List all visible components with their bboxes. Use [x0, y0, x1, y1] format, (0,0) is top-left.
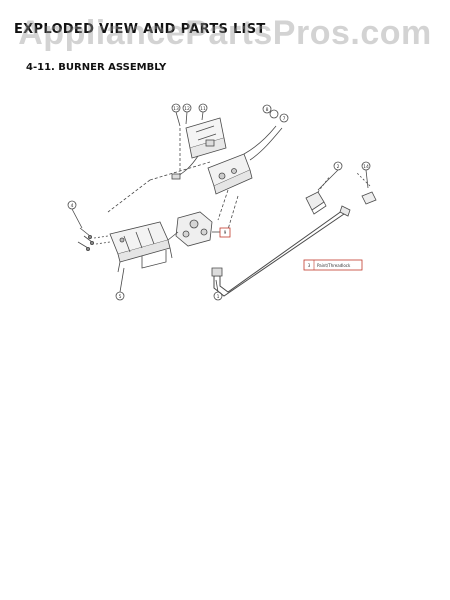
part-ref-label: 14 [363, 164, 369, 170]
page-title: EXPLODED VIEW AND PARTS LIST [14, 22, 266, 37]
note-box [303, 259, 363, 271]
upper-bracket-part [185, 117, 227, 159]
valve-body-part [167, 211, 213, 247]
gas-tube-part [211, 205, 351, 297]
part-ref-label: 11 [200, 106, 206, 112]
note-text: Paint/Threadlock [317, 263, 351, 268]
part-ref-label: 12 [184, 106, 190, 112]
note-number: 3 [308, 263, 311, 268]
callout-number: 9 [224, 230, 227, 235]
part-ref-label: 13 [173, 106, 179, 112]
section-title: 4-11. BURNER ASSEMBLY [26, 62, 167, 73]
part-ref-label: 1 [217, 294, 220, 300]
part-ref-label: 2 [337, 164, 340, 170]
burner-bracket-part [109, 221, 173, 273]
part-ref-label: 8 [266, 107, 269, 113]
nut-part [355, 171, 377, 205]
screws-part [77, 227, 111, 251]
part-ref-label: 5 [119, 294, 122, 300]
igniter-part [207, 125, 283, 195]
part-ref-label: 7 [283, 116, 286, 122]
callout-box [219, 227, 231, 238]
part-ref-label: 4 [71, 203, 74, 209]
elbow-fitting-part [305, 175, 331, 215]
wire-connector [171, 173, 181, 180]
wire-harness [177, 155, 199, 177]
